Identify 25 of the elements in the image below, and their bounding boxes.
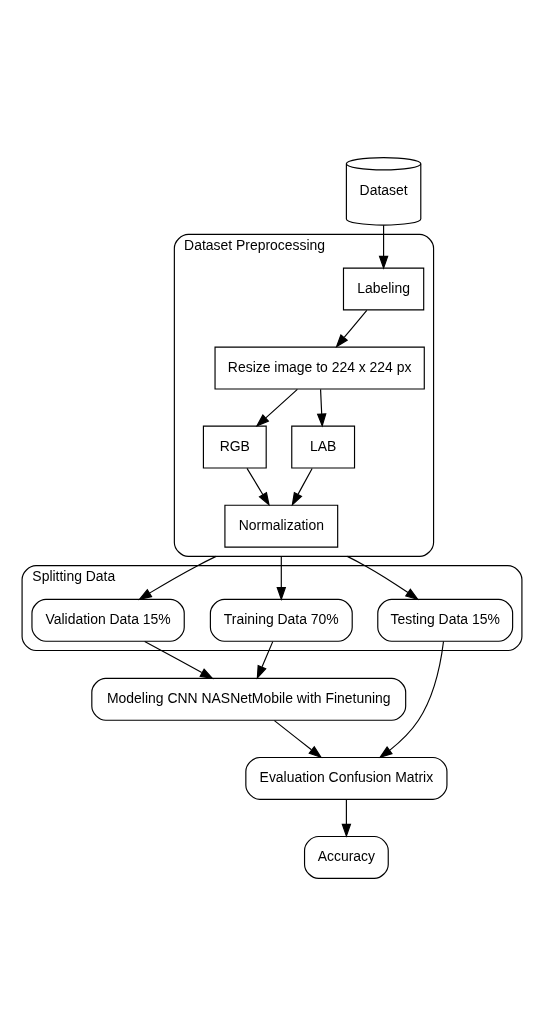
node-box: Training Data 70% <box>209 598 353 642</box>
node-box: Validation Data 15% <box>31 598 185 642</box>
node-box: Labeling <box>342 267 425 311</box>
arrow <box>246 467 270 507</box>
arrow <box>273 720 323 759</box>
arrow <box>276 555 287 601</box>
node-box: Modeling CNN NASNetMobile with Finetuning <box>91 677 407 721</box>
arrow <box>144 640 214 680</box>
node-box: RGB <box>202 425 267 469</box>
arrow <box>346 555 420 601</box>
node-box: LAB <box>291 425 356 469</box>
arrow <box>378 640 445 759</box>
arrow <box>291 467 313 507</box>
arrow <box>316 388 327 428</box>
arrow <box>138 555 217 601</box>
node-box: Testing Data 15% <box>377 598 514 642</box>
node-box: Accuracy <box>303 835 389 879</box>
node-box: Evaluation Confusion Matrix <box>245 756 448 800</box>
arrow <box>335 309 368 348</box>
arrow <box>341 799 352 838</box>
arrow <box>378 224 389 270</box>
node-box: Resize image to 224 x 224 px <box>214 346 425 390</box>
node-box: Normalization <box>224 504 339 548</box>
arrow <box>255 388 298 428</box>
arrow <box>256 641 274 680</box>
